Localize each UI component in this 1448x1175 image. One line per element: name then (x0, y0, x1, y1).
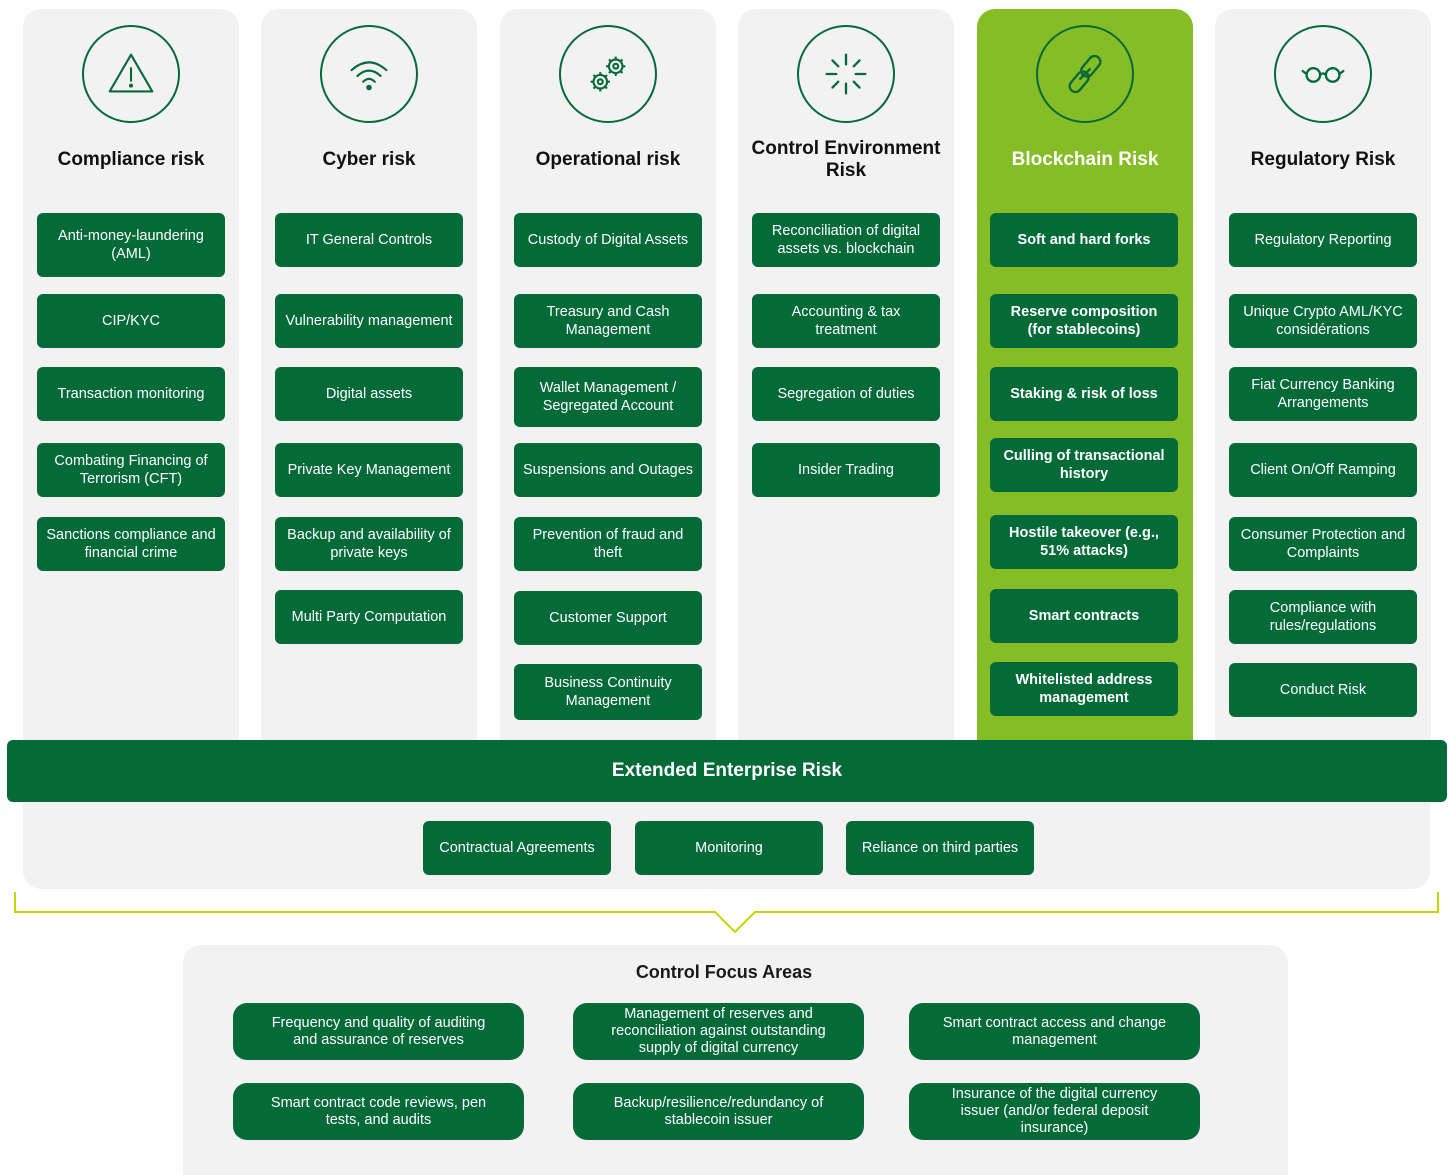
extended-enterprise-title: Extended Enterprise Risk (7, 740, 1447, 802)
column-control-environment-risk: Control Environment Risk Reconciliation … (738, 9, 954, 769)
risk-item: Prevention of fraud and theft (514, 517, 702, 571)
risk-item: IT General Controls (275, 213, 463, 267)
risk-item: Sanctions compliance and financial crime (37, 517, 225, 571)
risk-item: Digital assets (275, 367, 463, 421)
extended-item: Contractual Agreements (423, 821, 611, 875)
column-title: Operational risk (535, 149, 681, 170)
chain-link-icon (1036, 25, 1134, 123)
risk-item: Wallet Management / Segregated Account (514, 367, 702, 427)
risk-item: Hostile takeover (e.g., 51% attacks) (990, 515, 1178, 569)
risk-item: Reserve composition (for stablecoins) (990, 294, 1178, 348)
column-operational-risk: Operational risk Custody of Digital Asse… (500, 9, 716, 769)
burst-icon (797, 25, 895, 123)
risk-item: Reconciliation of digital assets vs. blo… (752, 213, 940, 267)
risk-item: Insider Trading (752, 443, 940, 497)
column-title: Blockchain Risk (1011, 149, 1159, 170)
column-title: Control Environment Risk (751, 138, 941, 181)
focus-item: Backup/resilience/redundancy of stableco… (573, 1083, 864, 1140)
column-title: Cyber risk (322, 149, 416, 170)
risk-item: Customer Support (514, 591, 702, 645)
focus-item: Insurance of the digital currency issuer… (909, 1083, 1200, 1140)
risk-item: Multi Party Computation (275, 590, 463, 644)
extended-item: Reliance on third parties (846, 821, 1034, 875)
control-focus-title: Control Focus Areas (635, 962, 813, 982)
risk-item: Anti-money-laundering (AML) (37, 213, 225, 277)
risk-item: Combating Financing of Terrorism (CFT) (37, 443, 225, 497)
focus-item: Smart contract access and change managem… (909, 1003, 1200, 1060)
risk-item: Segregation of duties (752, 367, 940, 421)
column-compliance-risk: Compliance risk Anti-money-laundering (A… (23, 9, 239, 769)
risk-item: Culling of transactional history (990, 438, 1178, 492)
risk-item: Unique Crypto AML/KYC considérations (1229, 294, 1417, 348)
risk-item: Conduct Risk (1229, 663, 1417, 717)
risk-item: Suspensions and Outages (514, 443, 702, 497)
risk-item: Transaction monitoring (37, 367, 225, 421)
risk-item: Private Key Management (275, 443, 463, 497)
wifi-icon (320, 25, 418, 123)
extended-item: Monitoring (635, 821, 823, 875)
risk-item: Compliance with rules/regulations (1229, 590, 1417, 644)
risk-item: Custody of Digital Assets (514, 213, 702, 267)
risk-item: Staking & risk of loss (990, 367, 1178, 421)
focus-item: Management of reserves and reconciliatio… (573, 1003, 864, 1060)
risk-item: Consumer Protection and Complaints (1229, 517, 1417, 571)
column-title: Compliance risk (57, 149, 205, 170)
risk-item: Business Continuity Management (514, 664, 702, 720)
risk-item: Smart contracts (990, 589, 1178, 643)
gears-icon (559, 25, 657, 123)
focus-item: Smart contract code reviews, pen tests, … (233, 1083, 524, 1140)
column-title: Regulatory Risk (1250, 149, 1396, 170)
risk-item: Accounting & tax treatment (752, 294, 940, 348)
focus-item: Frequency and quality of auditing and as… (233, 1003, 524, 1060)
risk-item: Client On/Off Ramping (1229, 443, 1417, 497)
risk-item: Whitelisted address management (990, 662, 1178, 716)
column-regulatory-risk: Regulatory Risk Regulatory Reporting Uni… (1215, 9, 1431, 769)
risk-item: Soft and hard forks (990, 213, 1178, 267)
column-cyber-risk: Cyber risk IT General Controls Vulnerabi… (261, 9, 477, 769)
warning-triangle-icon (82, 25, 180, 123)
risk-item: Regulatory Reporting (1229, 213, 1417, 267)
glasses-icon (1274, 25, 1372, 123)
column-blockchain-risk: Blockchain Risk Soft and hard forks Rese… (977, 9, 1193, 769)
risk-item: Treasury and Cash Management (514, 294, 702, 348)
risk-item: CIP/KYC (37, 294, 225, 348)
risk-item: Vulnerability management (275, 294, 463, 348)
bracket-connector (14, 892, 1439, 934)
risk-item: Backup and availability of private keys (275, 517, 463, 571)
risk-item: Fiat Currency Banking Arrangements (1229, 367, 1417, 421)
